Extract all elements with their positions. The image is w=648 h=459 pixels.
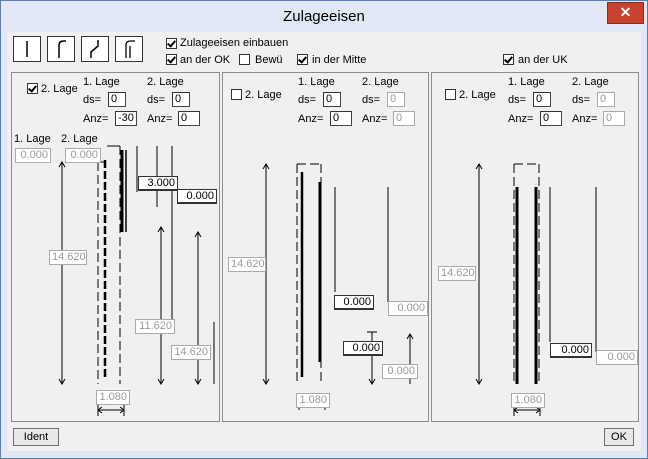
- ok-button[interactable]: OK: [604, 428, 634, 446]
- panel-mitte: [222, 72, 429, 422]
- an-der-ok-label: an der OK: [180, 54, 231, 66]
- p1-ds2-label: ds=: [147, 94, 166, 106]
- p2-r3-value[interactable]: 0.000: [343, 341, 383, 356]
- p3-ds1-input[interactable]: 0: [533, 92, 551, 107]
- p3-lage2-label: 2. Lage: [459, 89, 496, 101]
- straight-bar-icon: [26, 41, 28, 57]
- p1-r3-value[interactable]: 11.620: [135, 319, 175, 334]
- p3-anz2-label: Anz=: [572, 113, 598, 125]
- p1-ds2-input[interactable]: 0: [172, 92, 190, 107]
- title-bar[interactable]: Zulageeisen ✕: [1, 1, 647, 32]
- p3-anz2-input[interactable]: 0: [603, 111, 625, 126]
- p2-r2-value[interactable]: 0.000: [388, 301, 428, 316]
- bewue-checkbox[interactable]: [239, 54, 250, 65]
- p1-ds1-input[interactable]: 0: [108, 92, 126, 107]
- p3-width-value[interactable]: 1.080: [511, 393, 545, 408]
- p1-total-value[interactable]: 14.620: [49, 250, 87, 265]
- p2-ds2-input[interactable]: 0: [387, 92, 405, 107]
- p2-anz2-input[interactable]: 0: [393, 111, 415, 126]
- rebar-drawing: [58, 145, 597, 416]
- p2-width-value[interactable]: 1.080: [296, 393, 330, 408]
- p2-ds2-label: ds=: [362, 94, 381, 106]
- straight-bar-button[interactable]: [13, 36, 41, 62]
- an-der-uk-label: an der UK: [518, 54, 568, 66]
- p1-lage2-label: 2. Lage: [41, 83, 78, 95]
- p3-anz1-input[interactable]: 0: [540, 111, 562, 126]
- p1-mid-value[interactable]: 0.000: [65, 148, 101, 163]
- p3-r1-value[interactable]: 0.000: [550, 343, 592, 358]
- an-der-uk-checkbox[interactable]: [503, 54, 514, 65]
- p1-width-value[interactable]: 1.080: [96, 390, 130, 405]
- p1-ds1-label: ds=: [83, 94, 102, 106]
- dialog-title: Zulageeisen: [283, 8, 365, 25]
- bent-bar-button[interactable]: [81, 36, 109, 62]
- p2-col1-header: 1. Lage: [298, 76, 335, 88]
- p1-anz1-input[interactable]: -30: [115, 111, 137, 126]
- p1-sub2-label: 2. Lage: [61, 133, 98, 145]
- bent-bar-icon: [90, 40, 99, 58]
- p2-r1-value[interactable]: 0.000: [334, 295, 374, 310]
- p2-lage2-checkbox[interactable]: [231, 89, 242, 100]
- p1-r1-value[interactable]: 3.000: [138, 176, 178, 191]
- panel-ok: [11, 72, 220, 422]
- an-der-ok-checkbox[interactable]: [166, 54, 177, 65]
- p3-anz1-label: Anz=: [508, 113, 534, 125]
- ident-button[interactable]: Ident: [13, 428, 59, 446]
- p3-ds2-input[interactable]: 0: [597, 92, 615, 107]
- p2-total-value[interactable]: 14.620: [228, 257, 266, 272]
- p2-anz1-input[interactable]: 0: [330, 111, 352, 126]
- p1-col1-header: 1. Lage: [83, 76, 120, 88]
- p1-sub1-label: 1. Lage: [14, 133, 51, 145]
- p2-anz2-label: Anz=: [362, 113, 388, 125]
- panel-uk: [431, 72, 639, 422]
- p1-anz2-label: Anz=: [147, 113, 173, 125]
- p3-ds1-label: ds=: [508, 94, 527, 106]
- hook-bar-button[interactable]: [47, 36, 75, 62]
- p3-col1-header: 1. Lage: [508, 76, 545, 88]
- p1-left-value[interactable]: 0.000: [15, 148, 51, 163]
- p1-anz1-label: Anz=: [83, 113, 109, 125]
- p3-r2-value[interactable]: 0.000: [596, 350, 638, 365]
- p1-col2-header: 2. Lage: [147, 76, 184, 88]
- p1-lage2-checkbox[interactable]: [27, 83, 38, 94]
- hook-bar-icon: [58, 40, 66, 58]
- dialog-body: Zulageeisen einbauen an der OK Bewü in d…: [7, 32, 641, 451]
- close-button[interactable]: ✕: [607, 2, 644, 24]
- einbauen-label: Zulageeisen einbauen: [180, 37, 289, 49]
- p3-lage2-checkbox[interactable]: [445, 89, 456, 100]
- crank-bar-button[interactable]: [115, 36, 143, 62]
- bewue-label: Bewü: [255, 54, 283, 66]
- p1-r2-value[interactable]: 0.000: [177, 189, 217, 204]
- p3-ds2-label: ds=: [572, 94, 591, 106]
- p2-col2-header: 2. Lage: [362, 76, 399, 88]
- p3-total-value[interactable]: 14.620: [438, 266, 476, 281]
- p2-lage2-label: 2. Lage: [245, 89, 282, 101]
- p2-anz1-label: Anz=: [298, 113, 324, 125]
- p1-r4-value[interactable]: 14.620: [171, 345, 211, 360]
- einbauen-checkbox[interactable]: [166, 38, 177, 49]
- p2-r4-value[interactable]: 0.000: [382, 364, 418, 379]
- p3-col2-header: 2. Lage: [572, 76, 609, 88]
- p2-ds1-label: ds=: [298, 94, 317, 106]
- crank-bar-icon: [125, 40, 135, 58]
- in-der-mitte-checkbox[interactable]: [297, 54, 308, 65]
- in-der-mitte-label: in der Mitte: [312, 54, 367, 66]
- p2-ds1-input[interactable]: 0: [323, 92, 341, 107]
- p1-anz2-input[interactable]: 0: [178, 111, 200, 126]
